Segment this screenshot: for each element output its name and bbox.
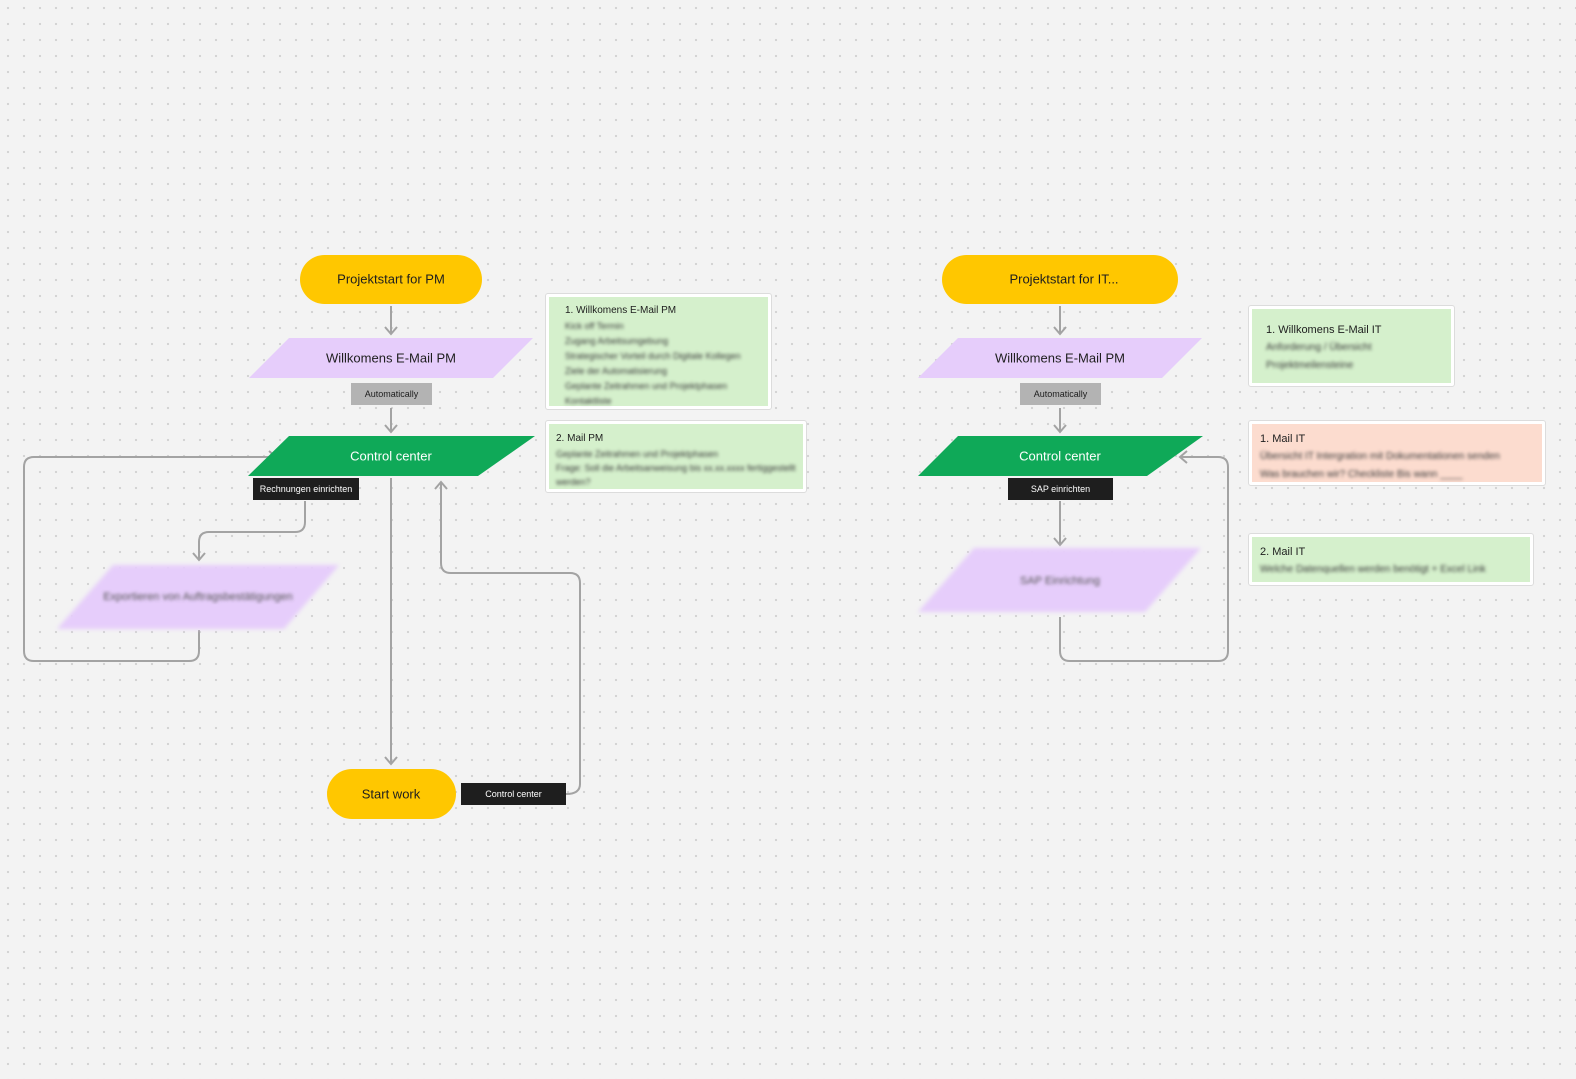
note-line: Frage: Soll die Arbeitsanweisung bis xx.…	[556, 463, 796, 473]
connector-it-loop-back[interactable]	[1059, 456, 1229, 662]
note-title: 1. Willkomens E-Mail PM	[565, 305, 677, 316]
arrowhead	[384, 756, 398, 766]
label-rechnungen-einrichten[interactable]: Rechnungen einrichten	[253, 478, 359, 500]
connector-loop-back-left[interactable]	[23, 456, 276, 662]
node-blurred-pm[interactable]: Exportieren von Auftragsbestätigungen	[57, 565, 339, 629]
arrowhead	[1053, 537, 1067, 547]
connector-control-to-rechnungen[interactable]	[198, 501, 306, 560]
note-pm-willkomens[interactable]: 1. Willkomens E-Mail PM Kick off Termin …	[545, 293, 772, 410]
arrowhead	[384, 424, 398, 434]
note-title: 1. Mail IT	[1260, 433, 1306, 445]
note-line: Welche Datenquellen werden benötigt + Ex…	[1260, 564, 1486, 575]
node-willkomens-email-it[interactable]: Willkomens E-Mail PM	[918, 338, 1202, 378]
label-text: Rechnungen einrichten	[259, 484, 353, 494]
note-line: Zugang Arbeitsumgebung	[565, 336, 669, 346]
arrowhead	[1053, 326, 1067, 336]
node-willkomens-email-pm[interactable]: Willkomens E-Mail PM	[249, 338, 533, 378]
label-text: Control center	[485, 789, 542, 799]
node-label: SAP Einrichtung	[1020, 575, 1100, 587]
node-label: Projektstart for PM	[337, 271, 445, 286]
note-line: Kontaktliste	[565, 396, 612, 406]
label-automatically-it[interactable]: Automatically	[1020, 383, 1101, 405]
node-label: Control center	[350, 448, 432, 463]
node-control-center-it[interactable]: Control center	[918, 436, 1203, 476]
note-it-mail-2[interactable]: 2. Mail IT Welche Datenquellen werden be…	[1248, 533, 1534, 586]
node-projektstart-pm[interactable]: Projektstart for PM	[300, 255, 482, 304]
node-control-center-pm[interactable]: Control center	[248, 436, 535, 476]
note-line: Geplante Zeitrahmen und Projektphasen	[556, 449, 719, 459]
note-title: 2. Mail IT	[1260, 546, 1306, 558]
note-line: Ziele der Automatisierung	[565, 366, 668, 376]
node-label: Exportieren von Auftragsbestätigungen	[103, 591, 293, 603]
note-line: Was brauchen wir? Checkliste Bis wann __…	[1260, 469, 1463, 480]
note-it-mail-1[interactable]: 1. Mail IT Übersicht IT Intergration mit…	[1248, 420, 1546, 486]
node-label: Willkomens E-Mail PM	[995, 350, 1125, 365]
note-body: 1. Willkomens E-Mail PM Kick off Termin …	[549, 297, 768, 406]
note-line: Kick off Termin	[565, 321, 624, 331]
note-line: Anforderung / Übersicht	[1266, 342, 1372, 353]
node-label: Start work	[362, 786, 421, 801]
connectors-it	[1053, 306, 1229, 662]
note-title: 2. Mail PM	[556, 433, 604, 444]
arrowhead	[1178, 450, 1188, 464]
label-text: Automatically	[364, 389, 419, 399]
arrowhead	[384, 326, 398, 336]
note-body: 1. Mail IT Übersicht IT Intergration mit…	[1252, 424, 1542, 482]
note-line: Übersicht IT Intergration mit Dokumentat…	[1260, 451, 1500, 462]
node-sap-einrichtung[interactable]: SAP Einrichtung	[918, 548, 1201, 612]
arrowhead	[434, 480, 448, 490]
node-projektstart-it[interactable]: Projektstart for IT...	[942, 255, 1178, 304]
node-start-work[interactable]: Start work	[327, 769, 456, 819]
node-label: Willkomens E-Mail PM	[326, 350, 456, 365]
arrowhead	[192, 552, 206, 562]
label-text: SAP einrichten	[1030, 484, 1091, 494]
note-line: Geplante Zeitrahmen und Projektphasen	[565, 381, 728, 391]
note-body: 2. Mail IT Welche Datenquellen werden be…	[1252, 537, 1530, 582]
note-title: 1. Willkomens E-Mail IT	[1266, 324, 1382, 336]
node-label: Control center	[1019, 448, 1101, 463]
note-body: 1. Willkomens E-Mail IT Anforderung / Üb…	[1252, 309, 1451, 383]
arrowhead	[1053, 424, 1067, 434]
note-body: 2. Mail PM Geplante Zeitrahmen und Proje…	[549, 424, 803, 489]
label-text: Automatically	[1033, 389, 1088, 399]
note-line: werden?	[556, 477, 591, 487]
note-pm-mail-2[interactable]: 2. Mail PM Geplante Zeitrahmen und Proje…	[545, 420, 807, 493]
connectors-pm	[23, 306, 581, 795]
label-sap-einrichten[interactable]: SAP einrichten	[1008, 478, 1113, 500]
node-label: Projektstart for IT...	[1009, 271, 1118, 286]
label-control-center-pm[interactable]: Control center	[461, 783, 566, 805]
label-automatically-pm[interactable]: Automatically	[351, 383, 432, 405]
connector-start-work-loop-back[interactable]	[440, 482, 581, 795]
note-it-willkomens[interactable]: 1. Willkomens E-Mail IT Anforderung / Üb…	[1248, 305, 1455, 387]
note-line: Strategischer Vorteil durch Digitale Kol…	[565, 351, 741, 361]
note-line: Projektmeilensteine	[1266, 360, 1354, 371]
